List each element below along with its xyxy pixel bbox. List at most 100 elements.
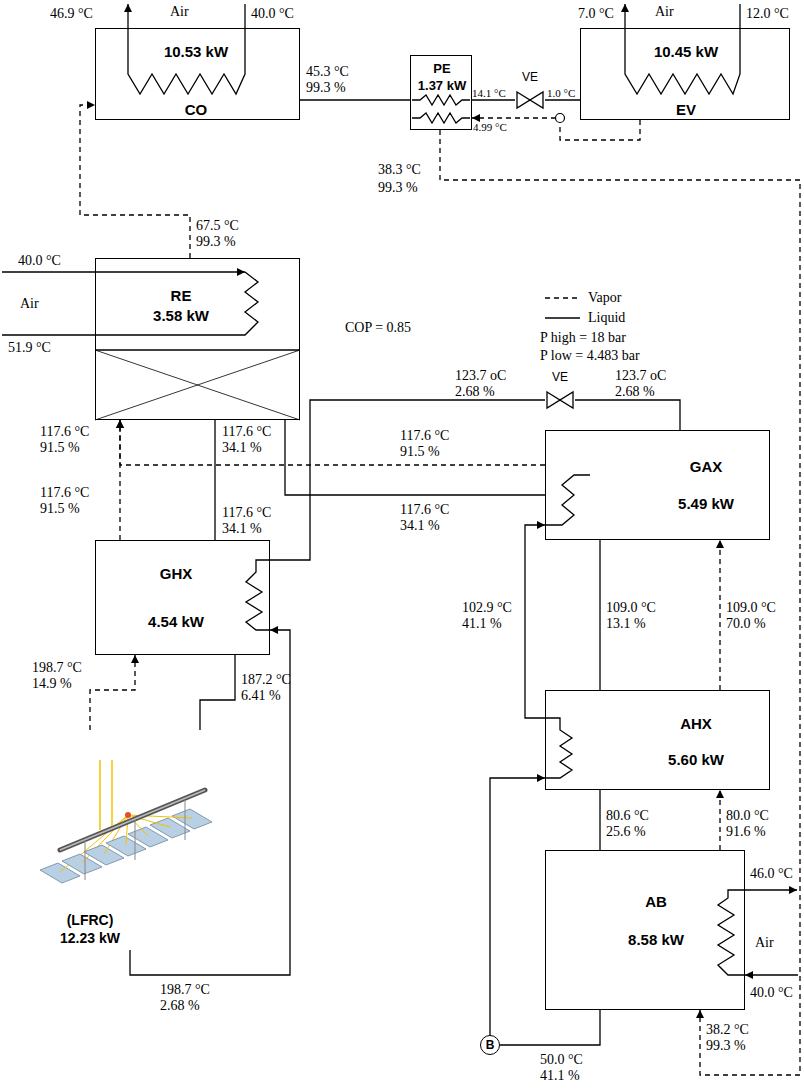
vapor-line bbox=[80, 105, 190, 258]
air-in-line bbox=[739, 4, 740, 28]
value-label: 12.0 °C bbox=[746, 6, 789, 22]
box-label: B bbox=[486, 1037, 495, 1054]
valve-bowtie bbox=[517, 92, 543, 108]
air-out-line bbox=[745, 889, 797, 890]
rectifier-divider bbox=[95, 349, 300, 350]
vapor-line bbox=[472, 118, 640, 140]
box-label: CO bbox=[185, 101, 208, 118]
value-label: 14.9 % bbox=[32, 676, 72, 692]
value-label: 45.3 °C bbox=[306, 64, 349, 80]
box-label: 1.37 kW bbox=[418, 77, 466, 94]
liquid-line bbox=[525, 525, 545, 718]
value-label: 34.1 % bbox=[400, 518, 440, 534]
box-label: 5.49 kW bbox=[678, 495, 734, 512]
value-label: 38.3 °C bbox=[378, 162, 421, 178]
air-in-line bbox=[745, 974, 798, 975]
vapor-line bbox=[719, 790, 720, 850]
liquid-line bbox=[130, 630, 290, 975]
pump-circle: B bbox=[480, 1035, 500, 1055]
value-label: 99.3 % bbox=[306, 80, 346, 96]
value-label: 41.1 % bbox=[462, 616, 502, 632]
value-label: P low = 4.483 bar bbox=[540, 348, 640, 364]
value-label: 2.68 % bbox=[455, 384, 495, 400]
value-label: 117.6 °C bbox=[40, 485, 89, 501]
receiver-highlight bbox=[60, 790, 205, 850]
value-label: 4.99 °C bbox=[473, 121, 507, 133]
condenser-coil bbox=[128, 28, 245, 94]
precooler-coil bbox=[412, 113, 470, 123]
box-label: EV bbox=[676, 101, 696, 118]
ahx-coil bbox=[545, 718, 572, 778]
box-label: GAX bbox=[690, 458, 723, 475]
value-label: 34.1 % bbox=[222, 521, 262, 537]
box-label: 3.58 kW bbox=[153, 307, 209, 324]
box-label: 12.23 kW bbox=[60, 930, 120, 947]
value-label: 80.6 °C bbox=[606, 808, 649, 824]
liquid-line bbox=[490, 778, 545, 1035]
value-label: 187.2 °C bbox=[241, 672, 291, 688]
value-label: 2.68 % bbox=[160, 998, 200, 1014]
value-label: 91.5 % bbox=[400, 444, 440, 460]
value-label: 117.6 °C bbox=[400, 502, 449, 518]
expansion-valve: VE bbox=[515, 70, 545, 110]
value-label: 67.5 °C bbox=[196, 218, 239, 234]
value-label: Air bbox=[755, 935, 774, 951]
value-label: 99.3 % bbox=[196, 234, 236, 250]
legend-label: Liquid bbox=[588, 310, 625, 326]
absorber-box: AB8.58 kW bbox=[545, 850, 745, 1010]
box-label: (LFRC) bbox=[67, 912, 114, 929]
value-label: 91.6 % bbox=[726, 824, 766, 840]
support-post bbox=[135, 820, 136, 860]
value-label: 2.68 % bbox=[615, 384, 655, 400]
box-label: 4.54 kW bbox=[148, 613, 204, 630]
value-label: 123.7 oC bbox=[455, 368, 506, 384]
value-label: 117.6 °C bbox=[222, 424, 271, 440]
liquid-line bbox=[472, 99, 515, 100]
liquid-line bbox=[500, 1010, 600, 1045]
precooler-box: PE1.37 kW bbox=[410, 55, 472, 130]
support-post bbox=[85, 840, 86, 880]
vapor-line bbox=[120, 420, 545, 465]
precooler-coil bbox=[412, 95, 470, 105]
value-label: 99.3 % bbox=[706, 1038, 746, 1054]
box-label: 10.53 kW bbox=[164, 43, 228, 60]
value-label: 80.0 °C bbox=[726, 808, 769, 824]
value-label: 7.0 °C bbox=[578, 6, 614, 22]
liquid-line bbox=[200, 655, 235, 730]
ghx-coil bbox=[246, 560, 270, 630]
box-label: 5.60 kW bbox=[668, 751, 724, 768]
rectifier-coil bbox=[2, 272, 258, 335]
value-label: 109.0 °C bbox=[726, 600, 776, 616]
liquid-line bbox=[285, 420, 545, 495]
value-label: 99.3 % bbox=[378, 180, 418, 196]
value-label: 1.0 °C bbox=[547, 87, 575, 99]
value-label: 123.7 oC bbox=[615, 368, 666, 384]
mixing-point bbox=[556, 114, 565, 123]
box-label: 10.45 kW bbox=[654, 43, 718, 60]
air-in-line bbox=[244, 4, 245, 28]
evaporator-box: 10.45 kW EV bbox=[580, 28, 790, 120]
liquid-line bbox=[575, 400, 680, 430]
value-label: 117.6 °C bbox=[222, 505, 271, 521]
box-label: GHX bbox=[160, 565, 193, 582]
value-label: 40.0 °C bbox=[750, 985, 793, 1001]
box-label: PE bbox=[433, 60, 450, 77]
vapor-line bbox=[90, 655, 135, 730]
packing-cross bbox=[95, 350, 300, 420]
expansion-valve: VE bbox=[545, 370, 575, 410]
value-label: 91.5 % bbox=[40, 440, 80, 456]
box-label: VE bbox=[522, 69, 538, 86]
receiver-tube bbox=[60, 790, 205, 850]
legend-label: Vapor bbox=[588, 290, 621, 306]
liquid-line bbox=[214, 420, 215, 540]
absorber-coil bbox=[718, 890, 745, 975]
collector-illustration bbox=[40, 760, 212, 883]
liquid-line bbox=[545, 99, 580, 100]
value-label: 46.0 °C bbox=[750, 866, 793, 882]
legend-vapor-sample bbox=[545, 297, 580, 298]
air-in-line bbox=[2, 271, 245, 272]
vapor-line bbox=[440, 130, 800, 1075]
collector-node: (LFRC)12.23 kW bbox=[30, 730, 230, 950]
value-label: P high = 18 bar bbox=[540, 330, 626, 346]
focus-spot bbox=[125, 812, 131, 818]
